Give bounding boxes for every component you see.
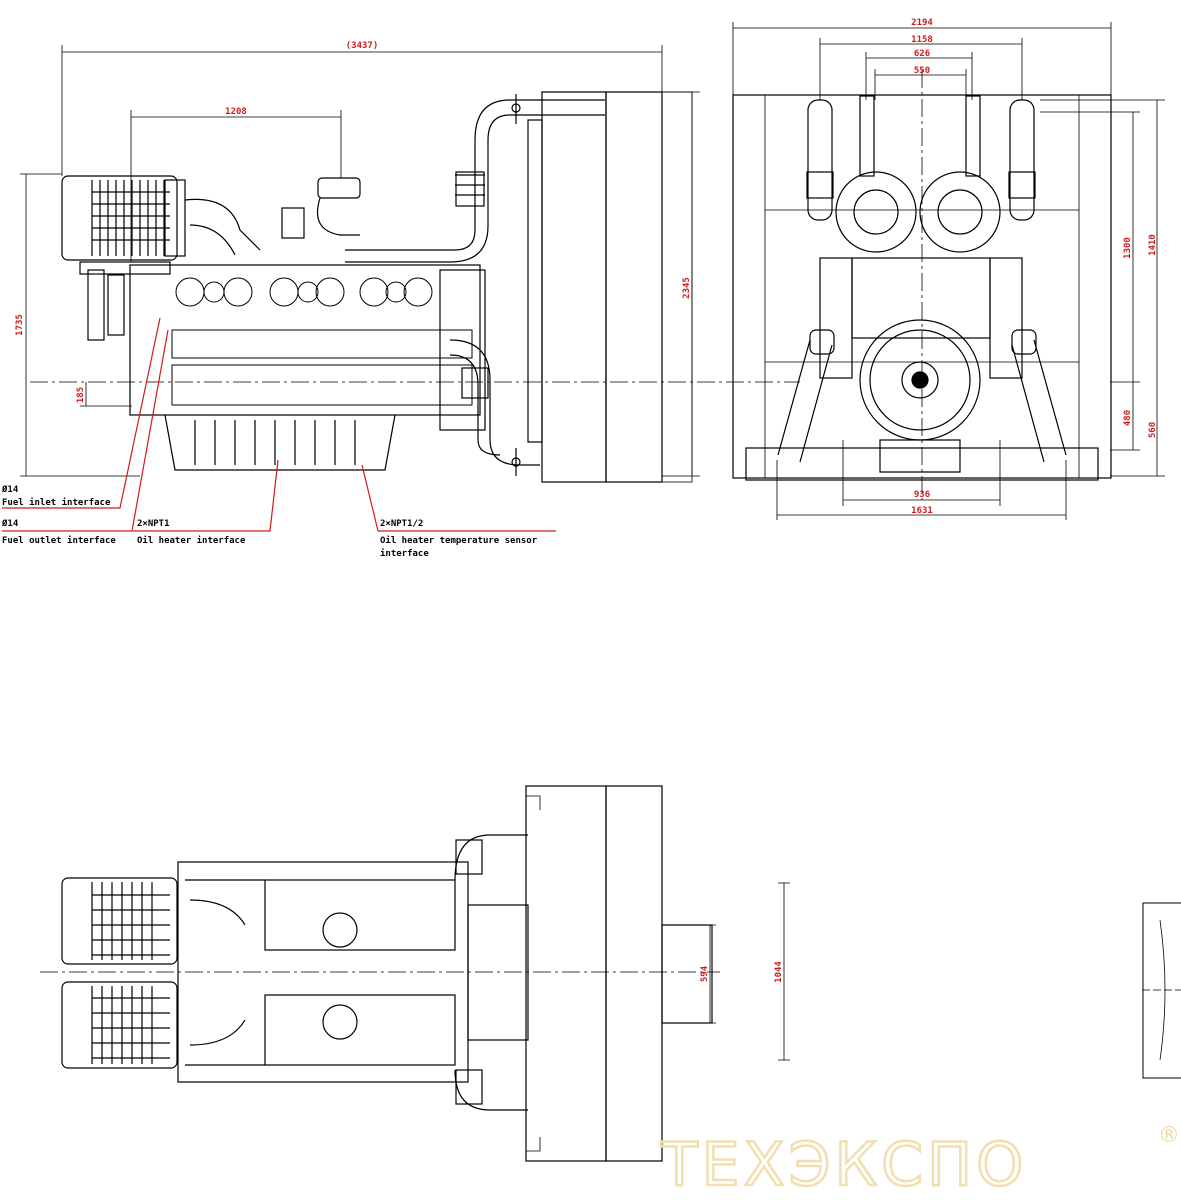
dim-turbo-offset: 1208 — [225, 107, 247, 117]
dim-inner-spacing-a: 626 — [914, 49, 930, 59]
dim-lower-b: 560 — [1148, 422, 1158, 438]
dim-inner-spacing-b: 550 — [914, 66, 930, 76]
air-filters-top — [61, 877, 178, 1069]
top-view-dimensions — [700, 882, 790, 1061]
top-view — [40, 785, 1181, 1162]
intake-pipe-side — [184, 198, 261, 256]
cylinder-heads-side — [171, 277, 473, 406]
dim-overall-width: 1044 — [774, 961, 784, 983]
dim-overall-length: (3437) — [346, 41, 379, 51]
front-view-dimensions — [732, 22, 1165, 520]
dim-lower-a: 480 — [1123, 410, 1133, 426]
dim-radiator-height: 2345 — [682, 277, 692, 299]
annot-fuel-inlet-spec: Ø14 — [1, 484, 19, 495]
coolant-pipe-upper — [345, 99, 605, 263]
dim-crank-height: 185 — [76, 387, 86, 403]
brand-watermark: ТЕХЭКСПО ® — [659, 1123, 1180, 1200]
dim-flange-width: 594 — [700, 965, 710, 982]
annot-sensor-spec: 2×NPT1/2 — [380, 519, 423, 529]
dim-height-a: 1300 — [1123, 237, 1133, 259]
registered-mark: ® — [1158, 1123, 1180, 1148]
engine-block-side — [129, 264, 481, 416]
annot-fuel-outlet-label: Fuel outlet interface — [2, 535, 116, 546]
annotation-leaders — [2, 317, 556, 532]
turbochargers-front — [835, 171, 1001, 253]
brand-logo-text: ТЕХЭКСПО — [660, 1130, 1027, 1200]
annot-fuel-outlet-spec: Ø14 — [1, 518, 19, 529]
front-view — [732, 70, 1112, 500]
annot-oil-heater-label: Oil heater interface — [137, 535, 246, 546]
annot-sensor-label: Oil heater temperature sensor — [380, 535, 538, 546]
dim-height-b: 1410 — [1148, 234, 1158, 256]
dim-height-left: 1735 — [15, 314, 25, 336]
oil-sump-side — [164, 414, 396, 471]
dim-base-inner: 936 — [914, 490, 930, 500]
coolant-pipe-lower — [449, 339, 540, 466]
flywheel-front — [859, 319, 981, 441]
dim-total-width: 2194 — [911, 18, 933, 28]
side-view-dimensions — [20, 45, 700, 477]
annot-sensor-label-2: interface — [380, 548, 429, 559]
annot-fuel-inlet-label: Fuel inlet interface — [2, 497, 111, 508]
dim-base-outer: 1631 — [911, 506, 933, 516]
dim-exhaust-spacing: 1158 — [911, 35, 933, 45]
exhaust-stacks-front — [806, 95, 1036, 221]
annot-oil-heater-spec: 2×NPT1 — [137, 519, 170, 529]
